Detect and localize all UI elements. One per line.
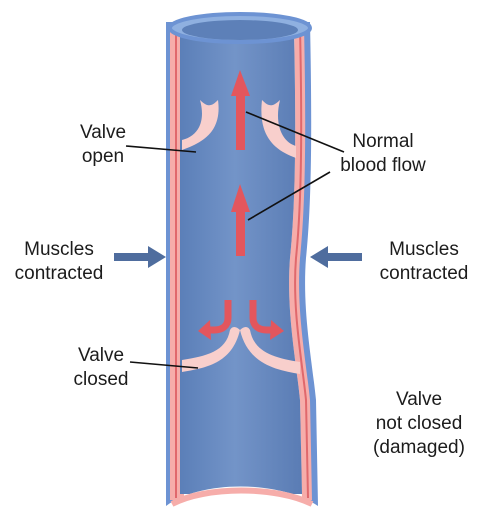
label-valve-closed: Valve closed bbox=[73, 345, 129, 390]
vein-wall-right bbox=[289, 26, 312, 500]
vein-bottom-rim bbox=[170, 487, 314, 507]
flow-arrow-lower bbox=[231, 184, 250, 256]
vein-wall-line-right bbox=[294, 27, 309, 499]
backflow-arrow-left bbox=[206, 300, 232, 334]
pressure-arrow-right bbox=[310, 246, 362, 268]
flow-arrow-upper bbox=[231, 70, 250, 150]
valve-open-right-leaflet bbox=[261, 100, 296, 158]
valve-closed-right-leaflet bbox=[240, 327, 300, 374]
label-normal-blood-flow: Normal blood flow bbox=[340, 131, 426, 176]
label-muscles-contracted-left: Muscles contracted bbox=[14, 239, 104, 284]
label-valve-damaged: Valve not closed (damaged) bbox=[373, 389, 465, 458]
pressure-arrow-left bbox=[114, 246, 166, 268]
leader-valve-open bbox=[125, 145, 197, 153]
backflow-arrow-left-head bbox=[198, 320, 211, 340]
valve-closed-left-leaflet bbox=[182, 327, 240, 372]
label-valve-open: Valve open bbox=[79, 122, 127, 167]
leader-flow-lower bbox=[247, 171, 331, 221]
label-muscles-contracted-right: Muscles contracted bbox=[379, 239, 469, 284]
vein-lumen bbox=[180, 32, 302, 494]
backflow-arrow-right bbox=[249, 300, 275, 334]
vein-top-opening-inner bbox=[182, 20, 298, 40]
leader-flow-upper bbox=[245, 111, 345, 153]
backflow-arrow-right-head bbox=[270, 320, 284, 340]
leader-valve-closed bbox=[129, 361, 199, 369]
valve-open-left-leaflet bbox=[182, 100, 219, 150]
